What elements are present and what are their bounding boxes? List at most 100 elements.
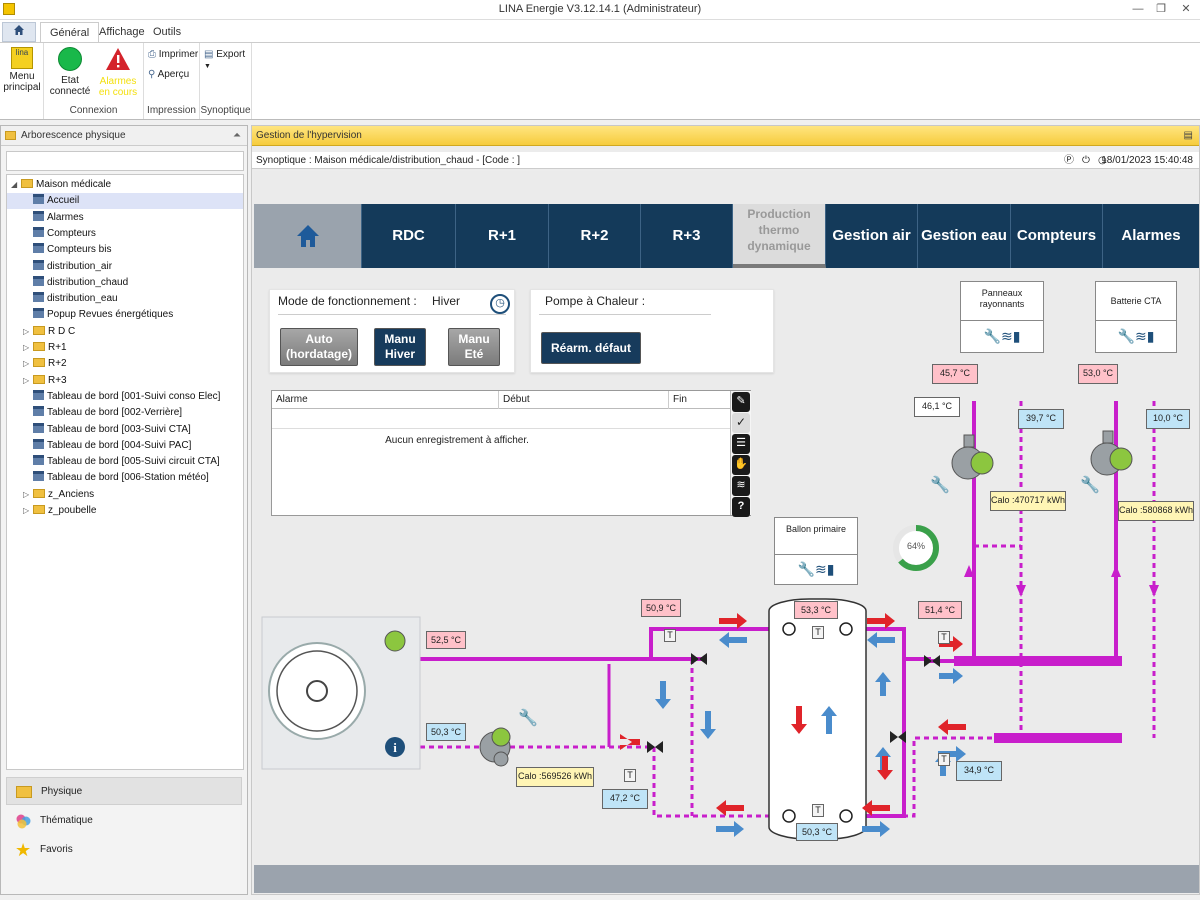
tree-item[interactable]: Tableau de bord [004-Suivi PAC] <box>7 438 243 454</box>
auto-mode-button[interactable]: Auto (hordatage) <box>280 328 358 366</box>
nav-production-button[interactable]: Production thermo dynamique <box>733 204 826 268</box>
synoptic-page-icon <box>33 243 44 254</box>
nav-r1-button[interactable]: R+1 <box>456 204 549 268</box>
tree-item[interactable]: Tableau de bord [005-Suivi circuit CTA] <box>7 454 243 470</box>
wrench-icon[interactable]: 🔧 <box>797 561 815 577</box>
synoptique-path: Synoptique : Maison médicale/distributio… <box>256 155 521 166</box>
expand-arrow-icon[interactable]: ▷ <box>23 343 30 352</box>
tree-item[interactable]: distribution_air <box>7 259 243 275</box>
home-tab[interactable] <box>2 22 36 42</box>
nav-thematique[interactable]: Thématique <box>6 807 242 835</box>
book-icon[interactable]: ☰ <box>732 434 750 454</box>
lina-icon: lina <box>11 47 33 69</box>
nav-r2-button[interactable]: R+2 <box>549 204 641 268</box>
minimize-button[interactable]: — <box>1132 3 1144 15</box>
hand-icon[interactable]: ✋ <box>732 455 750 475</box>
col-fin[interactable]: Fin <box>668 391 691 409</box>
tree-item[interactable]: Compteurs <box>7 226 243 242</box>
col-alarme[interactable]: Alarme <box>276 394 308 405</box>
expand-arrow-icon[interactable]: ▷ <box>23 359 30 369</box>
nav-gestion-eau-button[interactable]: Gestion eau <box>918 204 1011 268</box>
manu-ete-button[interactable]: Manu Eté <box>448 328 500 366</box>
preview-icon: ⚲ <box>148 69 156 80</box>
curve-icon[interactable]: ≋ <box>814 561 827 577</box>
pin-icon[interactable]: ⏶ <box>233 130 241 141</box>
nav-home-button[interactable] <box>254 204 362 268</box>
nav-favoris[interactable]: ★ Favoris <box>6 836 242 864</box>
tree-item[interactable]: distribution_chaud <box>7 275 243 291</box>
alarm-filter-row[interactable] <box>272 409 750 429</box>
edit-icon[interactable]: ✎ <box>732 392 750 412</box>
temp-pac-out: 52,5 °C <box>426 631 466 649</box>
tree-item[interactable]: distribution_eau <box>7 291 243 307</box>
tree-item[interactable]: ◢Maison médicale <box>7 177 243 193</box>
curve-icon[interactable]: ≋ <box>1134 328 1147 344</box>
tree-item[interactable]: Alarmes <box>7 210 243 226</box>
tree-item[interactable]: Accueil <box>7 193 243 210</box>
temp-panneaux-supply: 45,7 °C <box>932 364 978 384</box>
export-button[interactable]: ▤ Export ▼ <box>204 49 251 71</box>
curve-icon[interactable]: ≋ <box>1000 328 1013 344</box>
bars-icon[interactable]: ▮ <box>826 561 835 577</box>
tree-item[interactable]: ▷z_poubelle <box>7 503 243 519</box>
expand-arrow-icon[interactable]: ▷ <box>23 326 30 336</box>
piping-diagram: i <box>261 401 1159 840</box>
apercu-button[interactable]: ⚲ Aperçu <box>148 69 189 80</box>
panneaux-pump-wrench-icon[interactable]: 🔧 <box>930 477 950 494</box>
col-debut[interactable]: Début <box>498 391 534 409</box>
folder-icon <box>33 342 45 351</box>
tree-search-input[interactable] <box>6 151 244 171</box>
nav-r3-button[interactable]: R+3 <box>641 204 733 268</box>
tab-general[interactable]: Général <box>40 22 100 42</box>
restore-button[interactable]: ❐ <box>1156 3 1166 15</box>
tree-item[interactable]: ▷R+2 <box>7 356 243 372</box>
tree-item[interactable]: ▷R+3 <box>7 373 243 389</box>
tree-item[interactable]: Tableau de bord [003-Suivi CTA] <box>7 422 243 438</box>
panneaux-label: Panneaux rayonnants <box>979 288 1025 309</box>
chart-icon[interactable]: ≋ <box>732 476 750 496</box>
tab-outils[interactable]: Outils <box>153 26 182 38</box>
batterie-pump-wrench-icon[interactable]: 🔧 <box>1080 477 1100 494</box>
alarms-ribbon-button[interactable]: Alarmes en cours <box>94 47 142 98</box>
hypervision-title: Gestion de l'hypervision <box>256 130 362 141</box>
bars-icon[interactable]: ▮ <box>1146 328 1155 344</box>
rearm-defaut-button[interactable]: Réarm. défaut <box>541 332 641 364</box>
pac-pump-wrench-icon[interactable]: 🔧 <box>518 710 538 727</box>
parking-icon[interactable]: Ⓟ <box>1064 155 1074 166</box>
tree-item[interactable]: ▷z_Anciens <box>7 487 243 503</box>
nav-physique[interactable]: Physique <box>6 777 242 805</box>
expand-arrow-icon[interactable]: ▷ <box>23 506 30 515</box>
window-options-icon[interactable]: ▤ <box>1183 130 1193 141</box>
manu-hiver-button[interactable]: Manu Hiver <box>374 328 426 366</box>
help-icon[interactable]: ? <box>732 497 750 517</box>
expand-arrow-icon[interactable]: ▷ <box>23 375 30 385</box>
imprimer-button[interactable]: ⎙ Imprimer <box>148 49 198 60</box>
etat-connecte-button[interactable]: Etat connecté <box>48 47 92 97</box>
tree-item[interactable]: Compteurs bis <box>7 242 243 258</box>
collapse-arrow-icon[interactable]: ◢ <box>11 180 18 189</box>
tree-item[interactable]: Tableau de bord [002-Verrière] <box>7 405 243 421</box>
tree-item[interactable]: ▷R+1 <box>7 340 243 356</box>
expand-arrow-icon[interactable]: ▷ <box>23 489 30 499</box>
three-way-valves <box>647 653 940 753</box>
pac-return-pipe <box>420 745 769 818</box>
tree-item[interactable]: Tableau de bord [001-Suivi conso Elec] <box>7 389 243 405</box>
menu-principal-button[interactable]: lina Menu principal <box>2 47 42 93</box>
close-button[interactable]: ✕ <box>1181 3 1191 15</box>
nav-gestion-air-button[interactable]: Gestion air <box>826 204 918 268</box>
nav-rdc-button[interactable]: RDC <box>362 204 456 268</box>
nav-compteurs-button[interactable]: Compteurs <box>1011 204 1103 268</box>
tree-item[interactable]: ▷R D C <box>7 324 243 340</box>
wrench-icon[interactable]: 🔧 <box>983 328 1001 344</box>
tree-item[interactable]: Popup Revues énergétiques <box>7 307 243 323</box>
check-icon[interactable]: ✓ <box>732 413 750 433</box>
tree-item[interactable]: Tableau de bord [006-Station météo] <box>7 470 243 486</box>
tree-item-label: Tableau de bord [004-Suivi PAC] <box>47 439 192 451</box>
bars-icon[interactable]: ▮ <box>1012 328 1021 344</box>
clock-icon[interactable]: ◷ <box>490 294 510 314</box>
power-icon[interactable]: ⏻ <box>1082 155 1090 166</box>
wrench-icon[interactable]: 🔧 <box>1117 328 1135 344</box>
tab-affichage[interactable]: Affichage <box>99 26 145 38</box>
nav-alarmes-button[interactable]: Alarmes <box>1121 227 1181 244</box>
